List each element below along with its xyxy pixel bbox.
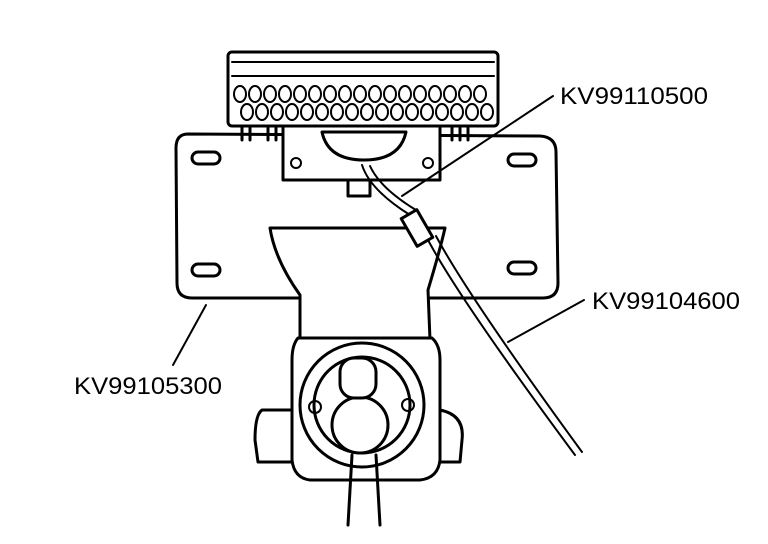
- leader-wire-harness: [401, 95, 554, 197]
- lens-oval: [293, 85, 307, 103]
- lens-oval: [480, 103, 494, 121]
- label-kv99110500: KV99110500: [560, 83, 708, 110]
- lens-oval: [420, 103, 434, 121]
- lens-oval: [353, 85, 367, 103]
- lens-oval: [368, 85, 382, 103]
- lens-oval: [300, 103, 314, 121]
- lens-oval: [263, 85, 277, 103]
- lens-oval: [450, 103, 464, 121]
- lens-oval: [240, 103, 254, 121]
- mount-body: [253, 226, 464, 527]
- label-kv99104600: KV99104600: [592, 288, 740, 315]
- lens-oval: [443, 85, 457, 103]
- lens-oval: [473, 85, 487, 103]
- lens-oval: [428, 85, 442, 103]
- lamp-housing: [226, 50, 500, 142]
- lens-oval: [435, 103, 449, 121]
- leader-cable: [507, 299, 585, 343]
- lens-oval: [390, 103, 404, 121]
- lens-oval: [278, 85, 292, 103]
- lens-oval: [285, 103, 299, 121]
- lens-oval: [383, 85, 397, 103]
- label-kv99105300: KV99105300: [74, 373, 222, 400]
- lens-oval: [315, 103, 329, 121]
- lens-oval: [330, 103, 344, 121]
- lens-oval: [345, 103, 359, 121]
- lens-oval: [405, 103, 419, 121]
- leader-bracket: [172, 304, 207, 366]
- lens-oval: [308, 85, 322, 103]
- lens-oval: [233, 85, 247, 103]
- lens-oval: [413, 85, 427, 103]
- lens-oval: [398, 85, 412, 103]
- bracket-plate: [174, 132, 560, 300]
- wire-harness: [361, 164, 583, 456]
- lens-oval: [255, 103, 269, 121]
- lens-oval: [270, 103, 284, 121]
- lens-oval: [323, 85, 337, 103]
- lens-oval: [465, 103, 479, 121]
- center-recess: [281, 120, 442, 198]
- lens-oval: [375, 103, 389, 121]
- lens-oval: [360, 103, 374, 121]
- lens-oval: [248, 85, 262, 103]
- lens-oval: [338, 85, 352, 103]
- lens-oval: [458, 85, 472, 103]
